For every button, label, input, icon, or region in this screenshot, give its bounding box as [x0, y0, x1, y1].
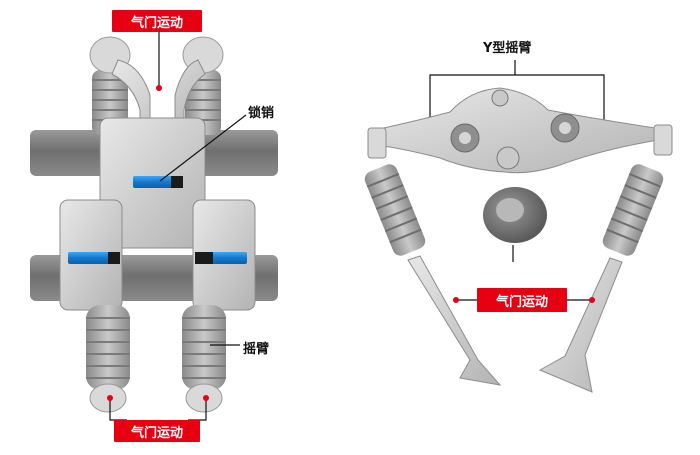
right-left-valve	[364, 127, 502, 386]
label-valve-motion-right: 气门运动	[477, 288, 567, 312]
bottom-valve-springs	[86, 305, 226, 413]
label-lock-pin: 锁销	[248, 106, 275, 121]
label-valve-motion-bottom-left: 气门运动	[114, 420, 200, 442]
label-rocker-arm: 摇臂	[243, 342, 270, 357]
lock-pin-lower-left	[68, 252, 120, 264]
label-valve-motion-top-left: 气门运动	[112, 10, 202, 32]
right-assembly	[364, 60, 673, 393]
label-y-rocker: Y型摇臂	[483, 41, 532, 56]
left-assembly	[30, 30, 278, 421]
right-right-valve	[538, 124, 673, 393]
lock-pin-upper	[133, 176, 183, 188]
y-rocker-bracket	[429, 60, 605, 120]
